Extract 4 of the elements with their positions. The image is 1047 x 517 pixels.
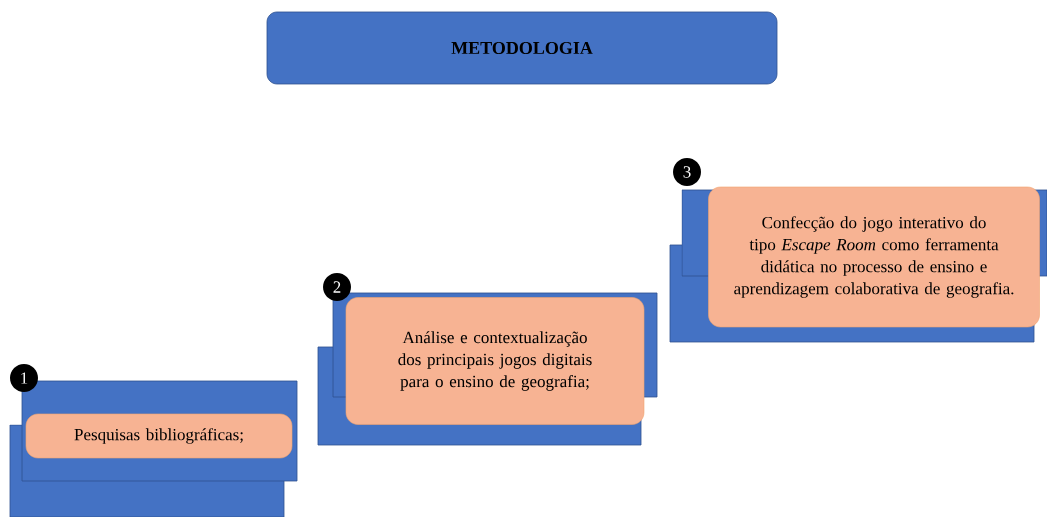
step-box: Pesquisas bibliográficas; (25, 413, 293, 459)
step-box: Confecção do jogo interativo do tipo Escape Room como ferramenta didática no processo de ensino e aprendizagem colaborativa de geografia. (708, 186, 1040, 328)
step-box: Análise e contextualização dos principais jogos digitais para o ensino de geografia; (345, 297, 645, 425)
title-box: METODOLOGIA (266, 11, 778, 85)
